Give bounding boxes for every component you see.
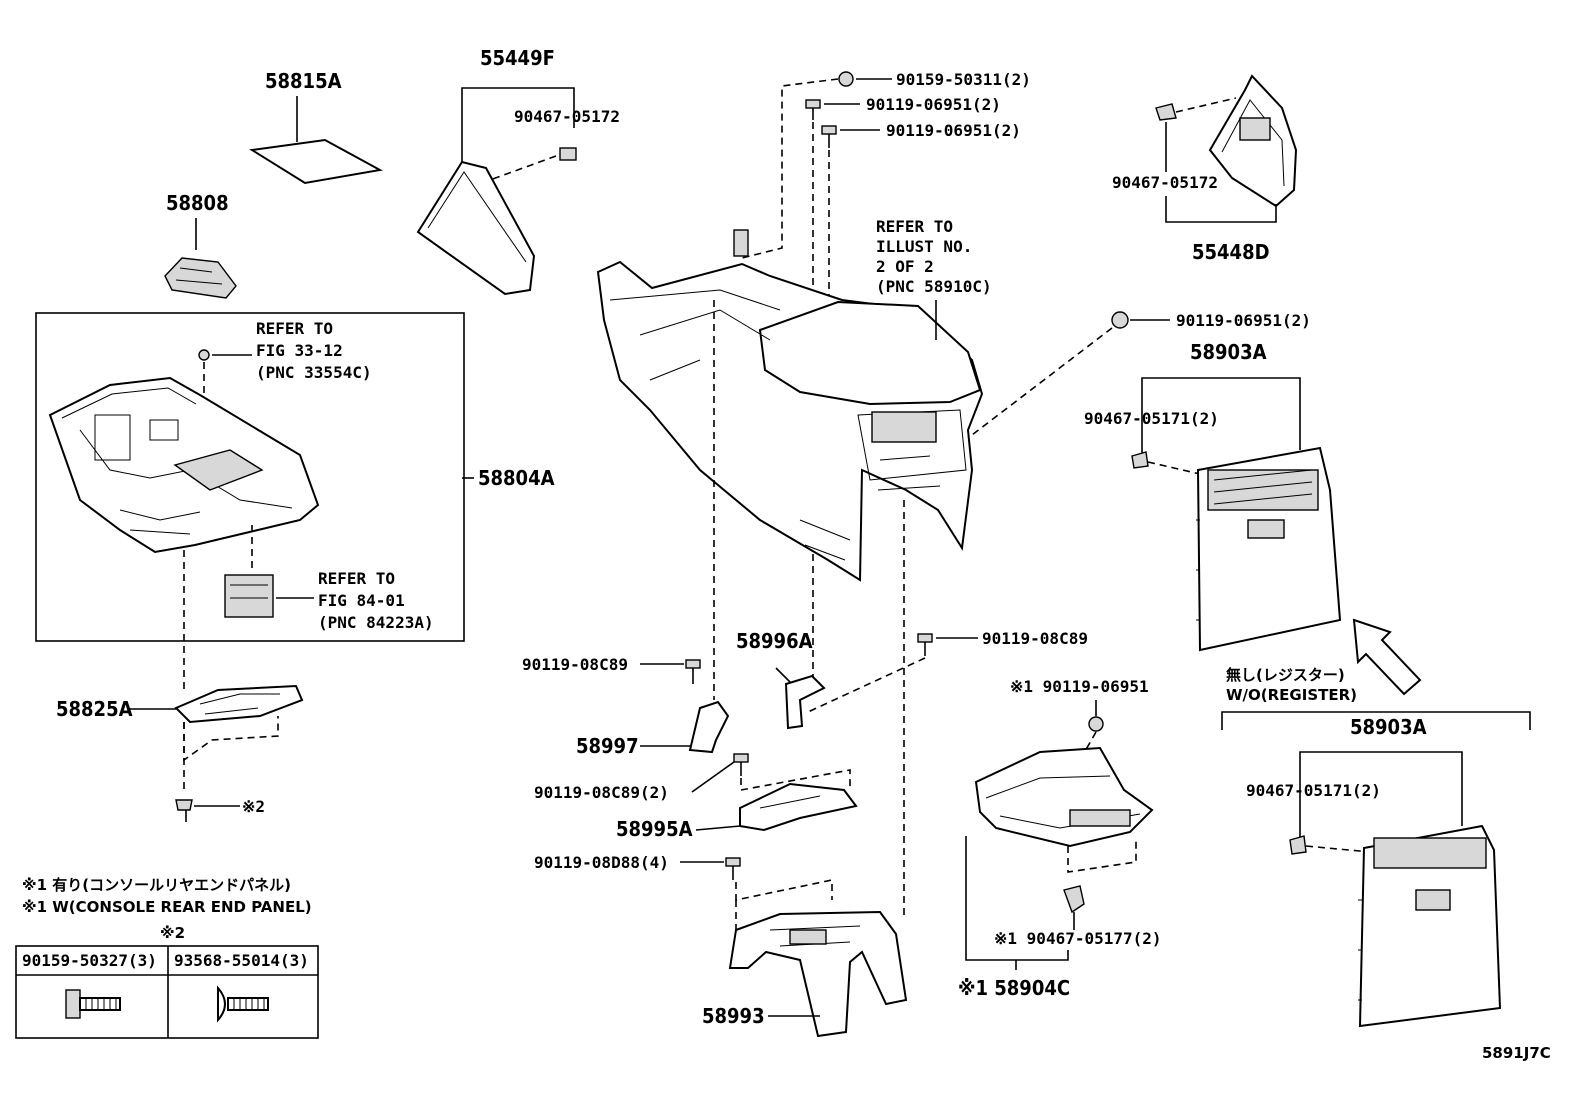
label-58904C[interactable]: ※1 58904C [958,976,1070,1000]
center-brackets: 90119-08C89 58996A 90119-08C89 58997 901… [522,629,1088,935]
table-mark-2[interactable]: ※2 [160,924,185,942]
part-55448D: 90467-05172 55448D [1112,74,1298,264]
label-55448D[interactable]: 55448D [1192,240,1270,264]
refer-84-line2[interactable]: FIG 84-01 [318,591,405,610]
center-fasteners-top: 90159-50311(2) 90119-06951(2) 90119-0695… [741,70,1031,690]
refer-armrest-line3[interactable]: 2 OF 2 [876,257,934,276]
refer-84-line3[interactable]: (PNC 84223A) [318,613,434,632]
label-90467-05177[interactable]: ※1 90467-05177(2) [994,929,1162,948]
part-console-body: REFER TO ILLUST NO. 2 OF 2 (PNC 58910C) [596,217,992,920]
label-58903A-a[interactable]: 58903A [1190,340,1267,364]
label-90159-50311[interactable]: 90159-50311(2) [896,70,1031,89]
part-58903A-b: 無し(レジスター) W/O(REGISTER) 58903A 90467-051… [1221,666,1531,1028]
refer-33-line2[interactable]: FIG 33-12 [256,341,343,360]
label-58808[interactable]: 58808 [166,191,229,215]
label-90467-05172-b[interactable]: 90467-05172 [1112,173,1218,192]
label-90467-05171-a[interactable]: 90467-05171(2) [1084,409,1219,428]
label-90119-06951-a[interactable]: 90119-06951(2) [866,95,1001,114]
label-58996A[interactable]: 58996A [736,629,813,653]
label-90467-05172-a[interactable]: 90467-05172 [514,107,620,126]
label-58815A[interactable]: 58815A [265,69,342,93]
bolt-icon [65,989,121,1019]
refer-84-line1[interactable]: REFER TO [318,569,395,588]
label-58993[interactable]: 58993 [702,1004,765,1028]
note-1-en[interactable]: ※1 W(CONSOLE REAR END PANEL) [22,898,312,916]
refer-33-line1[interactable]: REFER TO [256,319,333,338]
label-55449F[interactable]: 55449F [480,46,555,70]
refer-armrest-line4[interactable]: (PNC 58910C) [876,277,992,296]
part-58825A: 58825A ※2 [56,684,304,822]
label-90119-08C89-b[interactable]: 90119-08C89 [982,629,1088,648]
part-58815A: 58815A [249,69,383,185]
part-58904C: ※1 90119-06951 ※1 90467-05177(2) ※1 5890… [958,677,1162,1000]
label-90119-08C89-c[interactable]: 90119-08C89(2) [534,783,669,802]
screw-icon [217,985,269,1023]
part-55449F: 55449F 90467-05172 [416,46,620,296]
label-58804A[interactable]: 58804A [478,466,555,490]
label-58995A[interactable]: 58995A [616,817,693,841]
table-col-1[interactable]: 90159-50327(3) [22,951,157,970]
part-58808: 58808 [164,191,237,299]
refer-armrest-line2[interactable]: ILLUST NO. [876,237,972,256]
wo-register-jp[interactable]: 無し(レジスター) [1226,666,1345,684]
label-90119-06951-b[interactable]: 90119-06951(2) [886,121,1021,140]
label-90119-08C89-a[interactable]: 90119-08C89 [522,655,628,674]
note-1-jp[interactable]: ※1 有り(コンソールリヤエンドパネル) [22,876,291,894]
label-58997[interactable]: 58997 [576,734,639,758]
label-90119-06951-d[interactable]: ※1 90119-06951 [1010,677,1149,696]
label-90119-08D88[interactable]: 90119-08D88(4) [534,853,669,872]
label-90119-06951-c[interactable]: 90119-06951(2) [1176,311,1311,330]
refer-33-line3[interactable]: (PNC 33554C) [256,363,372,382]
part-58993: 58993 [702,910,908,1038]
part-58804A-group: REFER TO FIG 33-12 (PNC 33554C) 58804A R… [35,312,555,690]
wo-register-en[interactable]: W/O(REGISTER) [1226,686,1357,704]
notes-block: ※1 有り(コンソールリヤエンドパネル) ※1 W(CONSOLE REAR E… [15,876,319,1039]
table-col-2[interactable]: 93568-55014(3) [174,951,309,970]
illustration-number[interactable]: 5891J7C [1482,1044,1551,1062]
refer-armrest-line1[interactable]: REFER TO [876,217,953,236]
label-58903A-b[interactable]: 58903A [1350,715,1427,739]
mark-2-label[interactable]: ※2 [242,797,265,816]
label-90467-05171-b[interactable]: 90467-05171(2) [1246,781,1381,800]
label-58825A[interactable]: 58825A [56,697,133,721]
part-58903A-a: 90119-06951(2) 58903A 90467-05171(2) [967,311,1422,696]
